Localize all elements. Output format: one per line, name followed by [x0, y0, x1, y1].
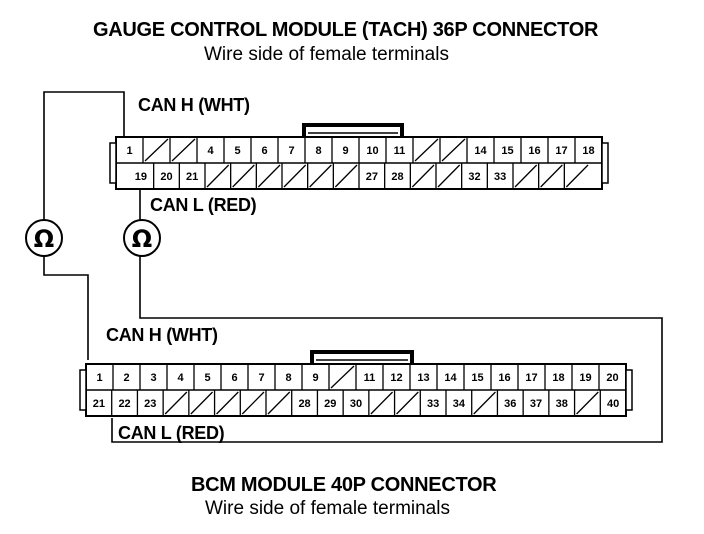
- gauge-pin-32: 32: [468, 171, 480, 183]
- bcm-empty-cavity: [396, 391, 419, 415]
- bcm-pin-18: 18: [552, 372, 564, 384]
- bcm-pin-5: 5: [204, 372, 210, 384]
- ohm-symbol-right: Ω: [132, 225, 152, 253]
- bcm-pin-22: 22: [118, 398, 130, 410]
- bcm-empty-cavity: [216, 391, 239, 415]
- bcm-pin-12: 12: [390, 372, 402, 384]
- bcm-pin-15: 15: [471, 372, 483, 384]
- bcm-pin-13: 13: [417, 372, 429, 384]
- bcm-pin-20: 20: [606, 372, 618, 384]
- gauge-empty-cavity: [171, 138, 196, 162]
- bcm-empty-cavity: [473, 391, 496, 415]
- gauge-pin-5: 5: [234, 145, 240, 157]
- bcm-empty-cavity: [330, 365, 355, 389]
- gauge-empty-cavity: [144, 138, 169, 162]
- gauge-pin-17: 17: [555, 145, 567, 157]
- bcm-pin-16: 16: [498, 372, 510, 384]
- bcm-pin-11: 11: [364, 372, 376, 384]
- bcm-pin-23: 23: [144, 398, 156, 410]
- gauge-pin-14: 14: [474, 145, 487, 157]
- wires: [43, 91, 663, 443]
- gauge-empty-cavity: [334, 164, 358, 188]
- bcm-pin-28: 28: [298, 398, 310, 410]
- bcm-pin-2: 2: [123, 372, 129, 384]
- bcm-connector-subtitle: Wire side of female terminals: [205, 498, 450, 519]
- gauge-pin-4: 4: [207, 145, 214, 157]
- gauge-pin-21: 21: [186, 171, 198, 183]
- bcm-empty-cavity: [241, 391, 265, 415]
- bcm-pin-36: 36: [504, 398, 516, 410]
- gauge-empty-cavity: [309, 164, 332, 188]
- gauge-empty-cavity: [514, 164, 538, 188]
- gauge-can-h-label: CAN H (WHT): [138, 95, 250, 115]
- bcm-empty-cavity: [576, 391, 599, 415]
- bcm-pin-7: 7: [258, 372, 264, 384]
- gauge-pin-33: 33: [494, 171, 506, 183]
- bcm-pin-1: 1: [96, 372, 102, 384]
- bcm-pin-30: 30: [350, 398, 362, 410]
- bcm-pin-29: 29: [324, 398, 336, 410]
- gauge-empty-cavity: [414, 138, 439, 162]
- gauge-pin-18: 18: [582, 145, 594, 157]
- gauge-pin-19: 19: [135, 171, 147, 183]
- bcm-pin-14: 14: [444, 372, 457, 384]
- gauge-empty-cavity: [565, 164, 589, 188]
- bcm-connector-title: BCM MODULE 40P CONNECTOR: [191, 474, 497, 496]
- gauge-empty-cavity: [411, 164, 435, 188]
- gauge-pin-16: 16: [528, 145, 540, 157]
- gauge-can-l-label: CAN L (RED): [150, 195, 257, 215]
- bcm-pin-21: 21: [93, 398, 105, 410]
- wire-can-h-loop: [43, 91, 125, 220]
- gauge-empty-cavity: [437, 164, 461, 188]
- gauge-connector-subtitle: Wire side of female terminals: [204, 44, 449, 65]
- bcm-empty-cavity: [190, 391, 214, 415]
- gauge-pin-11: 11: [394, 145, 406, 157]
- wire-can-h-lower: [43, 256, 89, 360]
- gauge-empty-cavity: [206, 164, 230, 188]
- ohm-symbol-left: Ω: [34, 225, 54, 253]
- bcm-empty-cavity: [370, 391, 394, 415]
- bcm-can-l-label: CAN L (RED): [118, 423, 225, 443]
- gauge-latch: [302, 123, 404, 137]
- gauge-empty-cavity: [441, 138, 466, 162]
- bcm-pin-37: 37: [530, 398, 542, 410]
- bcm-pin-17: 17: [525, 372, 537, 384]
- bcm-pin-8: 8: [285, 372, 291, 384]
- gauge-empty-cavity: [257, 164, 281, 188]
- bcm-empty-cavity: [164, 391, 188, 415]
- gauge-pin-1: 1: [126, 145, 132, 157]
- gauge-empty-cavity: [232, 164, 255, 188]
- gauge-empty-cavity: [283, 164, 307, 188]
- bcm-can-h-label: CAN H (WHT): [106, 325, 218, 345]
- bcm-pin-6: 6: [231, 372, 237, 384]
- gauge-pin-7: 7: [288, 145, 294, 157]
- gauge-pin-28: 28: [391, 171, 403, 183]
- bcm-latch: [310, 350, 414, 364]
- gauge-pin-10: 10: [366, 145, 378, 157]
- bcm-pin-3: 3: [150, 372, 156, 384]
- bcm-empty-cavity: [267, 391, 291, 415]
- gauge-pin-9: 9: [342, 145, 348, 157]
- bcm-pin-19: 19: [579, 372, 591, 384]
- wire-can-l-to-bcm: [111, 256, 663, 443]
- bcm-pin-34: 34: [453, 398, 466, 410]
- gauge-pin-15: 15: [501, 145, 513, 157]
- bcm-pin-38: 38: [556, 398, 568, 410]
- gauge-pin-20: 20: [160, 171, 172, 183]
- gauge-empty-cavity: [540, 164, 563, 188]
- gauge-connector-title: GAUGE CONTROL MODULE (TACH) 36P CONNECTO…: [93, 19, 599, 41]
- bcm-pin-33: 33: [427, 398, 439, 410]
- ohmmeter-right: [123, 219, 161, 257]
- bcm-pin-4: 4: [177, 372, 184, 384]
- gauge-pin-6: 6: [261, 145, 267, 157]
- bcm-pin-40: 40: [607, 398, 619, 410]
- gauge-pin-27: 27: [366, 171, 378, 183]
- gauge-pin-8: 8: [315, 145, 321, 157]
- bcm-pin-9: 9: [312, 372, 318, 384]
- ohmmeter-left: [25, 219, 63, 257]
